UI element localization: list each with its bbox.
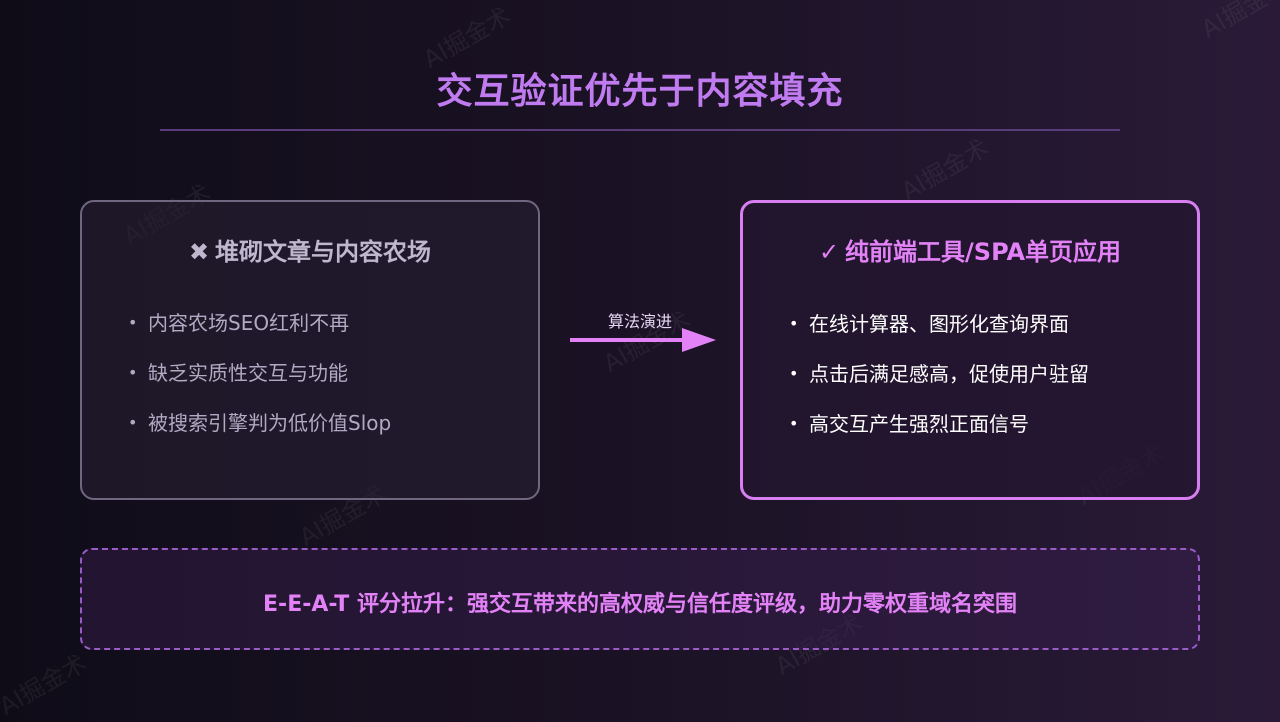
bullet-icon: •	[789, 414, 799, 433]
title-divider	[160, 129, 1120, 131]
list-item-text: 被搜索引擎判为低价值Slop	[148, 411, 392, 435]
cross-mark-icon: ✖	[188, 238, 210, 266]
left-card-list: • 内容农场SEO红利不再 • 缺乏实质性交互与功能 • 被搜索引擎判为低价值S…	[128, 308, 391, 458]
banner-text: E-E-A-T 评分拉升：强交互带来的高权威与信任度评级，助力零权重域名突围	[263, 592, 1017, 617]
right-card: ✓纯前端工具/SPA单页应用 • 在线计算器、图形化查询界面 • 点击后满足感高…	[740, 200, 1200, 500]
bullet-icon: •	[128, 413, 138, 432]
right-card-heading: ✓纯前端工具/SPA单页应用	[743, 232, 1197, 267]
left-card: ✖堆砌文章与内容农场 • 内容农场SEO红利不再 • 缺乏实质性交互与功能 • …	[80, 200, 540, 500]
list-item-text: 点击后满足感高，促使用户驻留	[809, 362, 1089, 386]
list-item: • 在线计算器、图形化查询界面	[789, 309, 1089, 359]
list-item: • 高交互产生强烈正面信号	[789, 409, 1089, 459]
bullet-icon: •	[789, 364, 799, 383]
list-item-text: 高交互产生强烈正面信号	[809, 412, 1029, 436]
list-item-text: 在线计算器、图形化查询界面	[809, 312, 1069, 336]
list-item: • 内容农场SEO红利不再	[128, 308, 391, 358]
eeat-banner: E-E-A-T 评分拉升：强交互带来的高权威与信任度评级，助力零权重域名突围	[80, 548, 1200, 650]
bullet-icon: •	[128, 313, 138, 332]
right-arrow-icon	[570, 328, 716, 352]
watermark: AI掘金术	[896, 133, 994, 206]
arrow-label: 算法演进	[607, 312, 672, 331]
list-item: • 被搜索引擎判为低价值Slop	[128, 408, 391, 458]
right-card-list: • 在线计算器、图形化查询界面 • 点击后满足感高，促使用户驻留 • 高交互产生…	[789, 309, 1089, 459]
left-card-heading: ✖堆砌文章与内容农场	[82, 232, 538, 267]
bullet-icon: •	[789, 314, 799, 333]
watermark: AI掘金术	[1196, 0, 1280, 44]
list-item-text: 缺乏实质性交互与功能	[148, 361, 348, 385]
check-mark-icon: ✓	[818, 238, 840, 266]
list-item: • 缺乏实质性交互与功能	[128, 358, 391, 408]
list-item: • 点击后满足感高，促使用户驻留	[789, 359, 1089, 409]
watermark: AI掘金术	[0, 648, 92, 721]
left-card-heading-text: 堆砌文章与内容农场	[215, 238, 432, 266]
right-card-heading-text: 纯前端工具/SPA单页应用	[845, 238, 1122, 266]
bullet-icon: •	[128, 363, 138, 382]
slide-title: 交互验证优先于内容填充	[436, 71, 844, 112]
list-item-text: 内容农场SEO红利不再	[148, 311, 350, 335]
